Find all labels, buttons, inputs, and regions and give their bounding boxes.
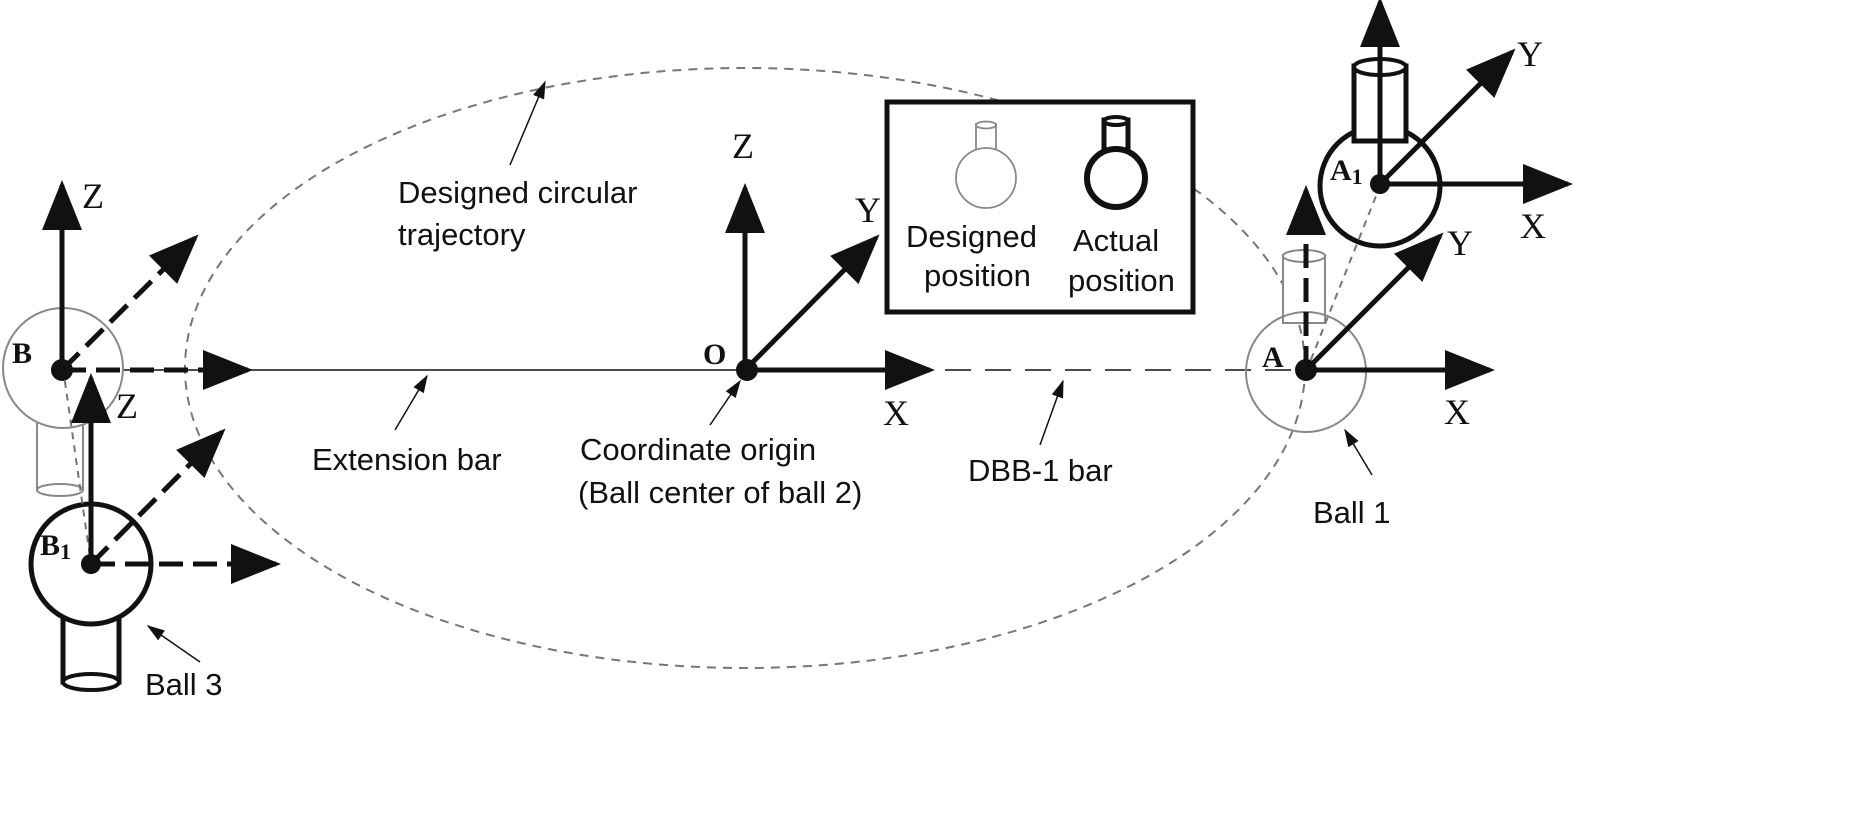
- axis-x-a: X: [1444, 392, 1470, 432]
- connector-b-b1: [62, 367, 92, 565]
- trajectory-label-line2: trajectory: [398, 217, 526, 252]
- legend-box: Designed position Actual position: [884, 99, 1196, 315]
- axes-a1: [1360, 0, 1573, 204]
- ball3-leader-arrow: [146, 625, 201, 663]
- ball3-label: Ball 3: [145, 667, 223, 702]
- point-a-label: A: [1262, 341, 1284, 374]
- point-a1-sub: 1: [1352, 164, 1363, 189]
- axes-origin: [725, 183, 935, 390]
- legend-designed-line2: position: [924, 258, 1031, 293]
- axis-x-a1: X: [1520, 206, 1546, 246]
- axis-x-origin: X: [883, 393, 909, 433]
- dbb-bar-leader-arrow: [1039, 379, 1064, 446]
- legend-actual-line2: position: [1068, 263, 1175, 298]
- point-o-label: O: [703, 338, 726, 371]
- extension-bar-leader-arrow: [394, 374, 428, 431]
- axis-z-b: Z: [82, 176, 104, 216]
- legend-actual-line1: Actual: [1073, 223, 1159, 258]
- extension-bar-label: Extension bar: [312, 442, 502, 477]
- point-b1-sub: 1: [60, 539, 71, 564]
- axis-y-origin: Y: [855, 190, 881, 230]
- axis-z-origin: Z: [732, 126, 754, 166]
- dbb-bar-label: DBB-1 bar: [968, 453, 1113, 488]
- point-a1-main: A: [1330, 154, 1352, 187]
- legend-actual-icon: [1084, 115, 1148, 210]
- origin-label-line2: (Ball center of ball 2): [578, 475, 862, 510]
- point-a1-label: A1: [1330, 154, 1363, 189]
- axes-b1: [71, 373, 281, 584]
- axes-b: [42, 180, 253, 390]
- point-b1-main: B: [40, 529, 60, 562]
- ball1-label: Ball 1: [1313, 495, 1391, 530]
- point-b-label: B: [12, 337, 32, 370]
- origin-label-line1: Coordinate origin: [580, 432, 816, 467]
- axis-y-a1: Y: [1517, 34, 1543, 74]
- legend-designed-icon: [955, 120, 1017, 209]
- axis-z-b1: Z: [116, 386, 138, 426]
- ball1-leader-arrow: [1344, 428, 1373, 476]
- trajectory-leader-arrow: [509, 80, 546, 166]
- point-b1-label: B1: [40, 529, 71, 564]
- axes-a: [1286, 185, 1495, 390]
- trajectory-label-line1: Designed circular: [398, 175, 638, 210]
- axis-y-a: Y: [1447, 223, 1473, 263]
- legend-designed-line1: Designed: [906, 219, 1037, 254]
- origin-leader-arrow: [709, 379, 741, 426]
